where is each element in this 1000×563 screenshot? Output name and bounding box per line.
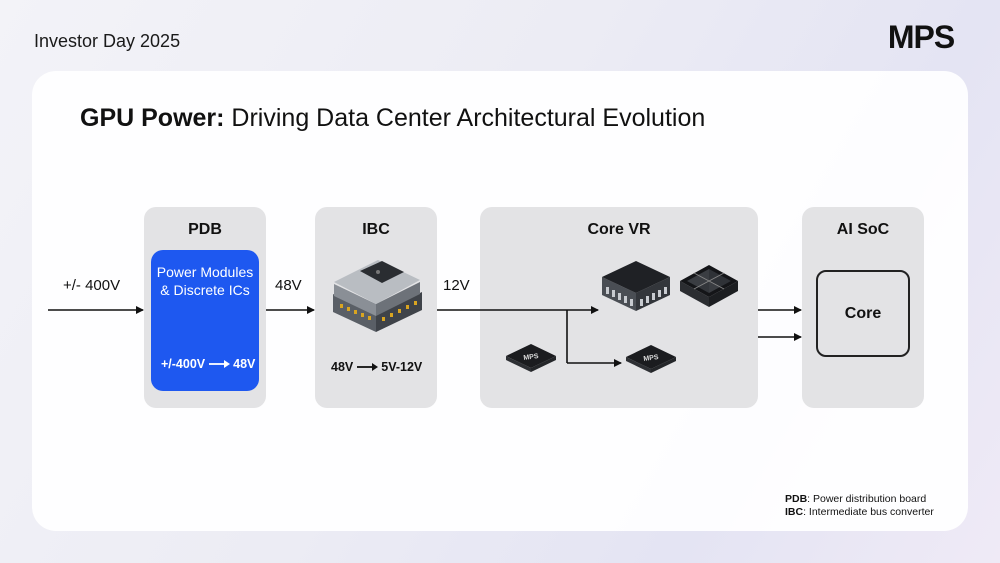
ibc-core-voltage-label: 12V (443, 277, 470, 294)
core-vr-block: Core VR MPS MPS (480, 207, 758, 408)
ai-soc-block: AI SoC Core (802, 207, 924, 408)
pdb-ibc-voltage-label: 48V (275, 277, 302, 294)
ibc-conv-from: 48V (331, 360, 354, 374)
ibc-conv-to: 5V-12V (381, 360, 423, 374)
pdb-power-modules: Power Modules & Discrete ICs +/-400V 48V (151, 250, 259, 391)
event-title: Investor Day 2025 (34, 31, 181, 51)
legend: PDB: Power distribution board IBC: Inter… (785, 493, 934, 519)
core-vr-label: Core VR (587, 221, 651, 238)
svg-text:MPS: MPS (888, 22, 955, 52)
ai-soc-label: AI SoC (836, 221, 890, 238)
slide-title: GPU Power: Driving Data Center Architect… (80, 104, 705, 133)
legend-item-pdb: PDB: Power distribution board (785, 493, 927, 505)
arrow-right-icon (209, 360, 231, 368)
title-rest: Driving Data Center Architectural Evolut… (224, 104, 706, 132)
pdb-block: PDB Power Modules & Discrete ICs +/-400V… (144, 207, 266, 408)
core-block: Core (816, 270, 910, 357)
ibc-label: IBC (362, 221, 390, 238)
vr-chip-image: MPS (506, 344, 556, 372)
pdb-conversion: +/-400V 48V (161, 357, 255, 371)
ibc-conversion: 48V 5V-12V (331, 360, 422, 374)
quad-module-image (680, 265, 738, 307)
svg-text:MPS: MPS (643, 354, 659, 363)
pdb-label: PDB (188, 221, 222, 238)
core-label: Core (844, 304, 882, 322)
vr-chip-image: MPS (626, 345, 676, 373)
mps-logo: MPS (888, 22, 956, 52)
pdb-conv-from: +/-400V (161, 357, 206, 371)
svg-text:MPS: MPS (523, 353, 539, 362)
pdb-conv-to: 48V (233, 357, 256, 371)
power-module-image (602, 261, 670, 311)
ibc-block: IBC 48V 5V-12V (315, 207, 437, 408)
title-strong: GPU Power: (80, 104, 225, 132)
arrow-right-icon (357, 363, 379, 371)
input-voltage-label: +/- 400V (63, 277, 121, 294)
ibc-module-image (333, 260, 422, 332)
pdb-content: Power Modules & Discrete ICs (156, 264, 254, 298)
legend-item-ibc: IBC: Intermediate bus converter (785, 506, 934, 518)
